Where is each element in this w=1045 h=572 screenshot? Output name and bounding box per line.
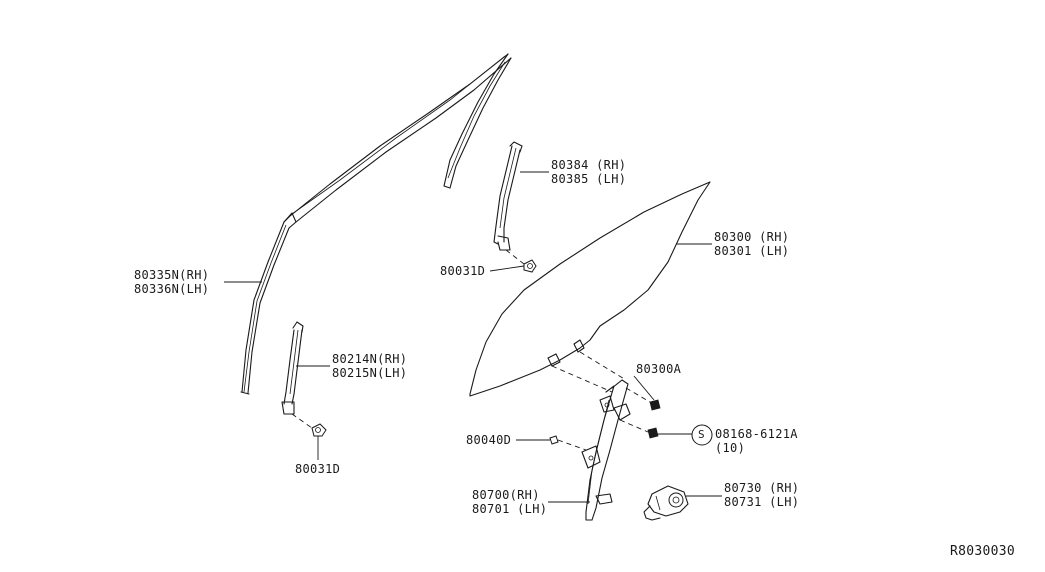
callout-rear-sash[interactable]: 80384 (RH) 80385 (LH)	[551, 158, 626, 186]
clip-lower-part[interactable]	[311, 423, 327, 437]
door-glass-part[interactable]	[469, 181, 711, 397]
callout-line2: 80215N(LH)	[332, 366, 408, 380]
s-symbol-circle	[691, 424, 713, 446]
callout-line2: 80731 (LH)	[724, 495, 800, 509]
callout-glass[interactable]: 80300 (RH) 80301 (LH)	[714, 230, 789, 258]
clip-d-part[interactable]	[549, 435, 559, 445]
callout-clip-upper[interactable]: 80031D	[440, 264, 485, 278]
callout-text: 80031D	[440, 264, 486, 278]
screw-part[interactable]	[647, 427, 659, 439]
weatherstrip-part[interactable]	[240, 53, 512, 395]
callout-line2: 80701 (LH)	[472, 502, 548, 516]
bolt-a-part[interactable]	[649, 399, 661, 411]
callout-line2: 80336N(LH)	[134, 282, 210, 296]
leader-clip-upper	[489, 265, 525, 272]
diagram-id: R8030030	[950, 544, 1016, 559]
callout-line1: 80335N(RH)	[134, 268, 210, 282]
callout-text: 80040D	[466, 433, 512, 447]
rear-sash-part[interactable]	[493, 141, 523, 251]
callout-motor[interactable]: 80730 (RH) 80731 (LH)	[724, 481, 799, 509]
callout-line1: 80384 (RH)	[551, 158, 627, 172]
callout-line2: 80301 (LH)	[714, 244, 790, 258]
callout-screw[interactable]: 08168-6121A (10)	[715, 427, 798, 455]
callout-text: 80031D	[295, 462, 341, 476]
callout-line1: 80730 (RH)	[724, 481, 800, 495]
callout-front-sash[interactable]: 80214N(RH) 80215N(LH)	[332, 352, 407, 380]
callout-line2: (10)	[715, 441, 746, 455]
leader-bolt-a	[633, 375, 655, 401]
callout-line1: 80700(RH)	[472, 488, 540, 502]
callout-text: 80300A	[636, 362, 682, 376]
callout-line1: 80300 (RH)	[714, 230, 790, 244]
regulator-part[interactable]	[581, 379, 631, 521]
callout-line2: 80385 (LH)	[551, 172, 627, 186]
clip-upper-part[interactable]	[523, 259, 537, 273]
front-sash-part[interactable]	[281, 321, 304, 415]
s-symbol-letter: S	[698, 428, 705, 441]
callout-weatherstrip[interactable]: 80335N(RH) 80336N(LH)	[134, 268, 209, 296]
motor-part[interactable]	[643, 485, 689, 521]
callout-line1: 08168-6121A	[715, 427, 798, 441]
callout-clip-d[interactable]: 80040D	[466, 433, 511, 447]
callout-bolt-a[interactable]: 80300A	[636, 362, 681, 376]
callout-line1: 80214N(RH)	[332, 352, 408, 366]
callout-clip-lower[interactable]: 80031D	[295, 462, 340, 476]
callout-regulator[interactable]: 80700(RH) 80701 (LH)	[472, 488, 547, 516]
